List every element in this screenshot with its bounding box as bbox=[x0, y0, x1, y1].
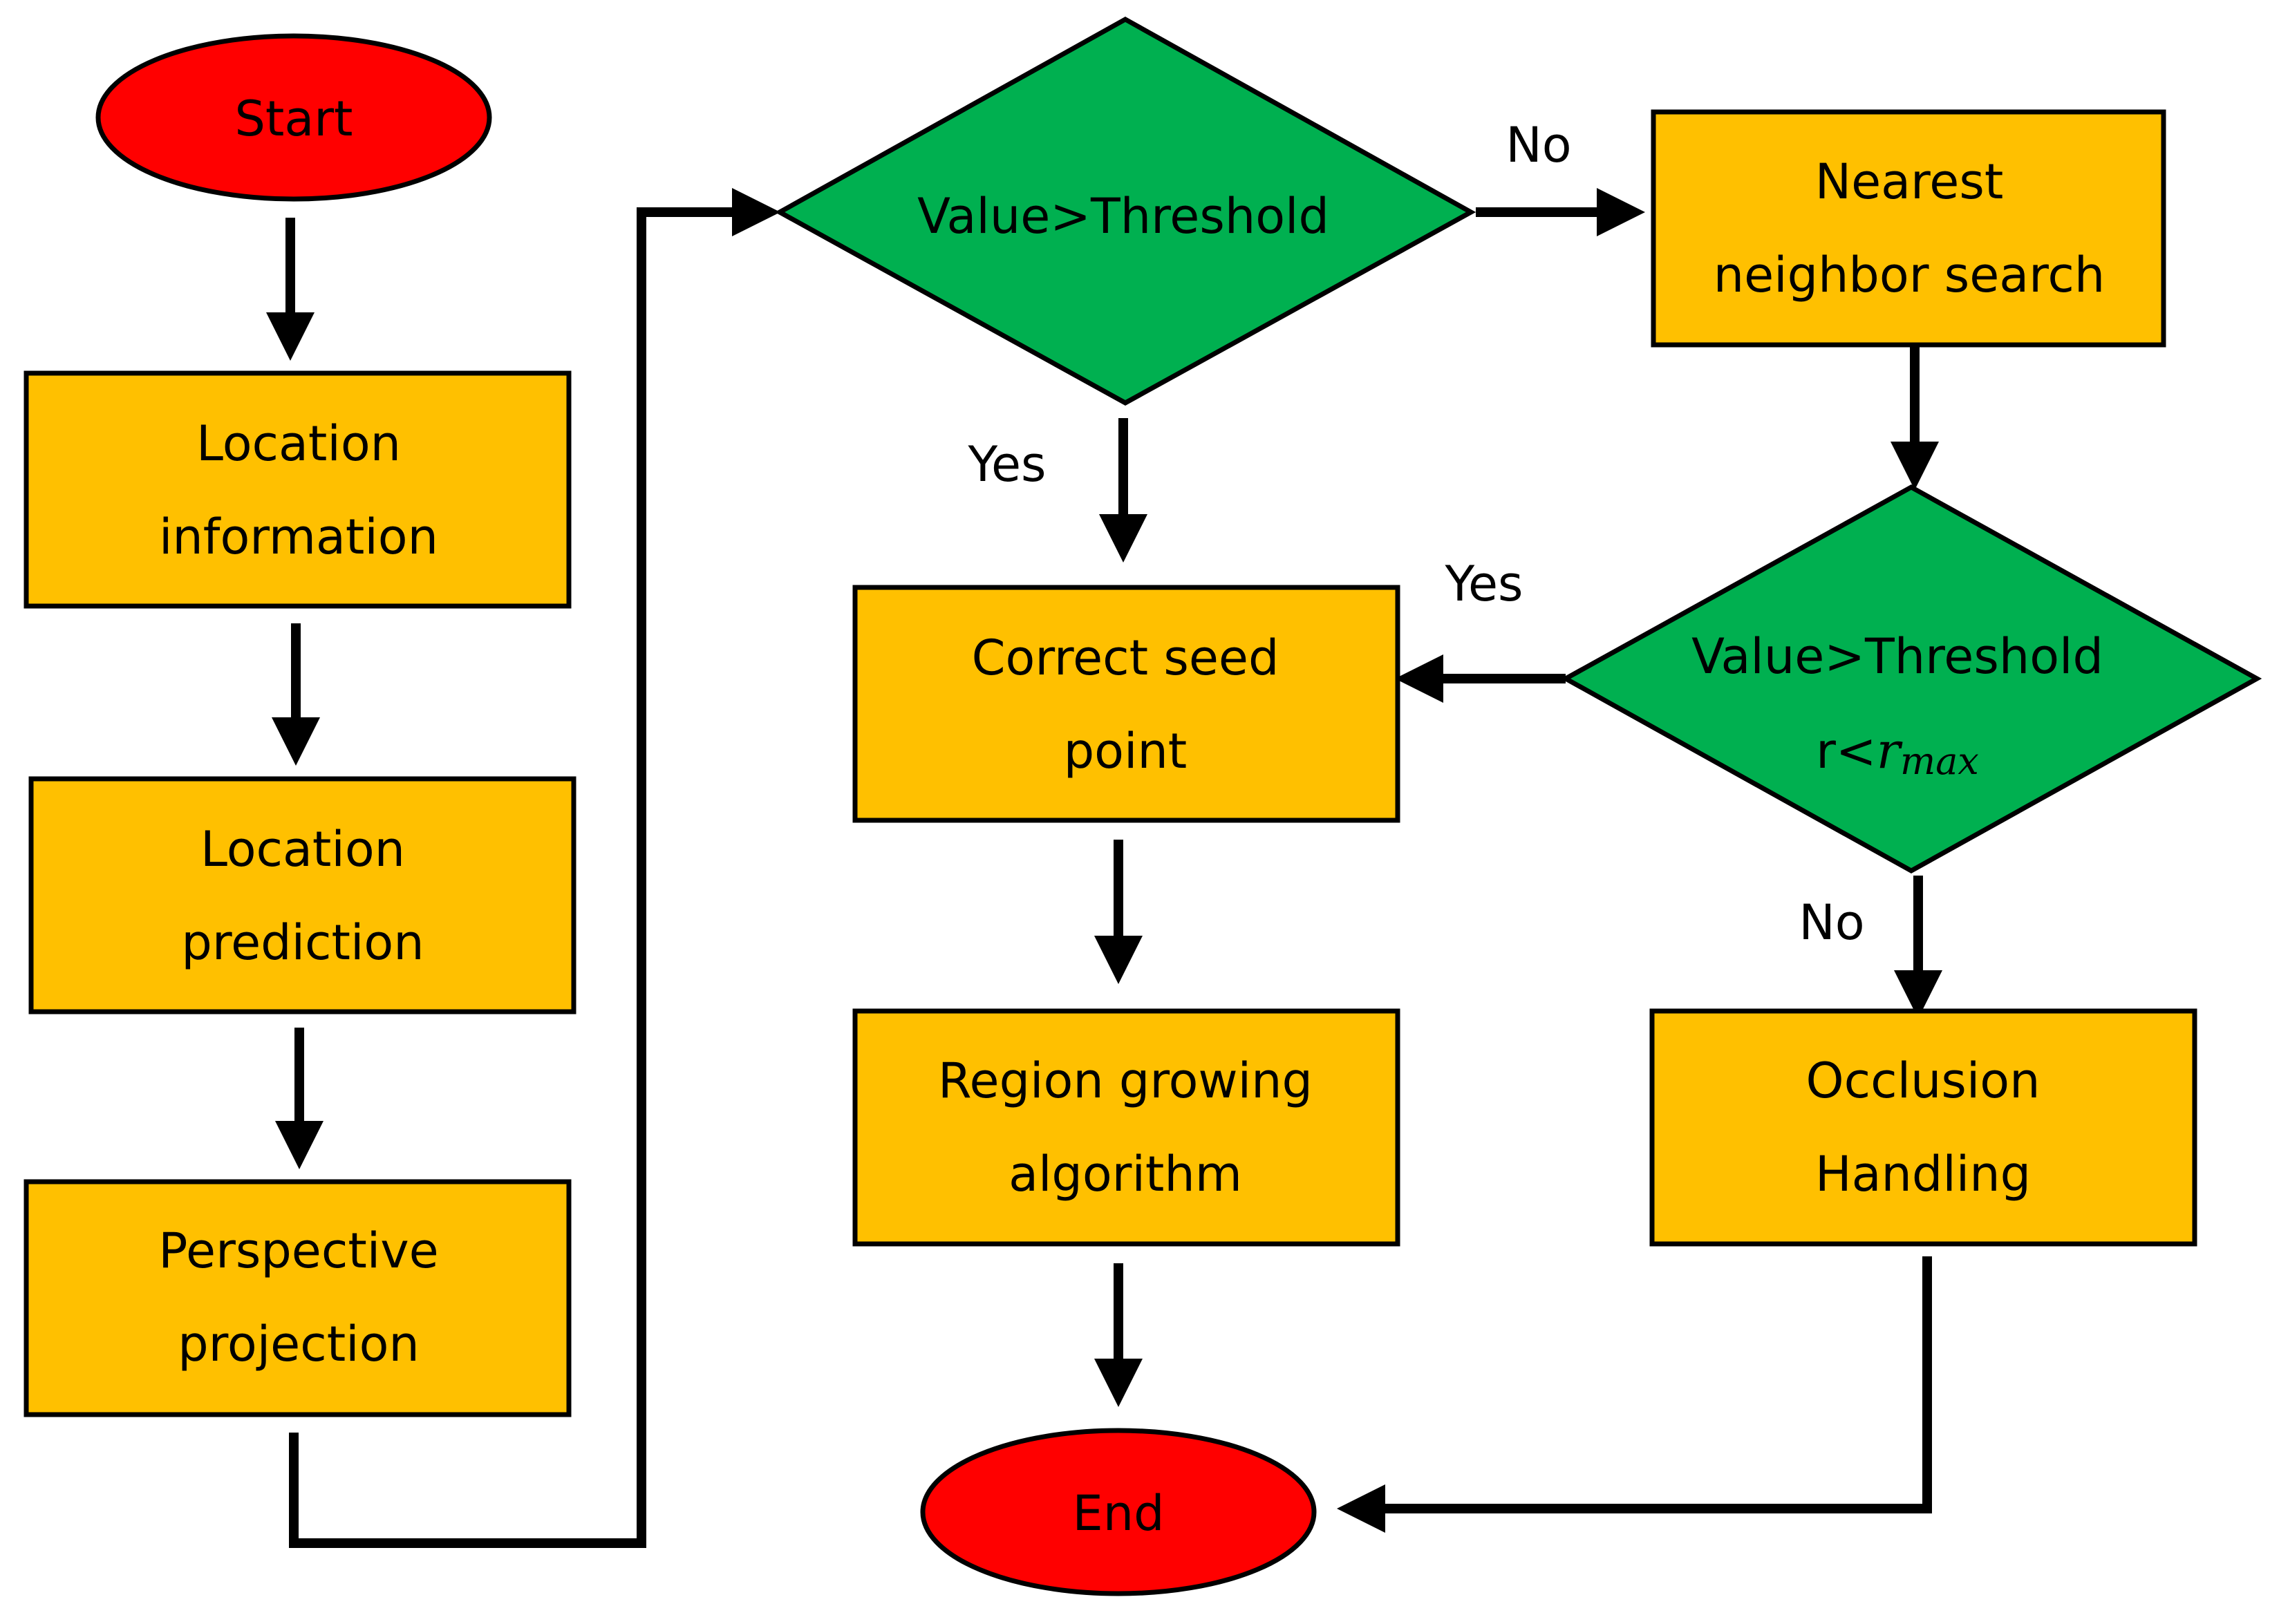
end-label: End bbox=[1072, 1485, 1164, 1542]
location-information-line-1: Location bbox=[196, 415, 401, 472]
nearest-neighbor-search-rect bbox=[1651, 109, 2166, 348]
location-information-rect bbox=[24, 370, 572, 609]
location-information-line-2: information bbox=[159, 509, 438, 565]
decision-2-yes-label: Yes bbox=[1445, 556, 1523, 612]
connectors bbox=[266, 188, 1942, 1548]
decision-2-line-2: r<rmax bbox=[1816, 721, 1979, 783]
nearest-neighbor-search-line-2: neighbor search bbox=[1714, 247, 2105, 303]
location-prediction-line-2: prediction bbox=[181, 914, 424, 971]
nearest-neighbor-search-box: Nearest neighbor search bbox=[1651, 109, 2166, 348]
location-prediction-box: Location prediction bbox=[28, 776, 576, 1014]
occlusion-handling-line-1: Occlusion bbox=[1806, 1052, 2041, 1109]
occlusion-handling-line-2: Handling bbox=[1815, 1146, 2031, 1202]
decision-2-diamond bbox=[1560, 484, 2262, 874]
decision-1-no-label: No bbox=[1505, 117, 1571, 173]
perspective-projection-rect bbox=[24, 1179, 572, 1417]
arrow-occlusion-to-end bbox=[1337, 1256, 1932, 1533]
decision-2-no-label: No bbox=[1799, 894, 1864, 951]
arrow-perspective-projection-to-decision-1 bbox=[289, 188, 780, 1548]
end-ellipse bbox=[920, 1428, 1317, 1596]
start-node: Start bbox=[95, 33, 492, 202]
occlusion-handling-rect bbox=[1649, 1008, 2197, 1247]
decision-1-label: Value>Threshold bbox=[917, 188, 1329, 245]
correct-seed-point-rect bbox=[852, 585, 1400, 823]
perspective-projection-line-1: Perspective bbox=[158, 1222, 438, 1279]
perspective-projection-line-2: projection bbox=[178, 1316, 420, 1372]
region-growing-rect bbox=[852, 1008, 1400, 1247]
correct-seed-point-line-1: Correct seed bbox=[972, 630, 1279, 686]
decision-2-line-1: Value>Threshold bbox=[1691, 628, 2103, 685]
region-growing-line-1: Region growing bbox=[938, 1052, 1313, 1109]
perspective-projection-box: Perspective projection bbox=[24, 1179, 572, 1417]
location-prediction-line-1: Location bbox=[200, 821, 405, 878]
correct-seed-point-line-2: point bbox=[1064, 723, 1188, 780]
end-node: End bbox=[920, 1428, 1317, 1596]
location-information-box: Location information bbox=[24, 370, 572, 609]
decision-2-r-subscript: max bbox=[1900, 739, 1979, 783]
start-ellipse bbox=[95, 33, 492, 202]
nearest-neighbor-search-line-1: Nearest bbox=[1815, 153, 2004, 210]
correct-seed-point-box: Correct seed point bbox=[852, 585, 1400, 823]
decision-1-yes-label: Yes bbox=[968, 436, 1047, 493]
location-prediction-rect bbox=[28, 776, 576, 1014]
region-growing-box: Region growing algorithm bbox=[852, 1008, 1400, 1247]
occlusion-handling-box: Occlusion Handling bbox=[1649, 1008, 2197, 1247]
decision-2-r-var: r bbox=[1877, 721, 1903, 780]
region-growing-line-2: algorithm bbox=[1009, 1146, 1242, 1202]
decision-2: Value>Threshold r<rmax bbox=[1560, 484, 2262, 874]
start-label: Start bbox=[234, 91, 353, 147]
decision-2-r-prefix: r< bbox=[1816, 723, 1876, 780]
decision-1: Value>Threshold bbox=[774, 16, 1476, 406]
decision-1-diamond bbox=[774, 16, 1476, 406]
